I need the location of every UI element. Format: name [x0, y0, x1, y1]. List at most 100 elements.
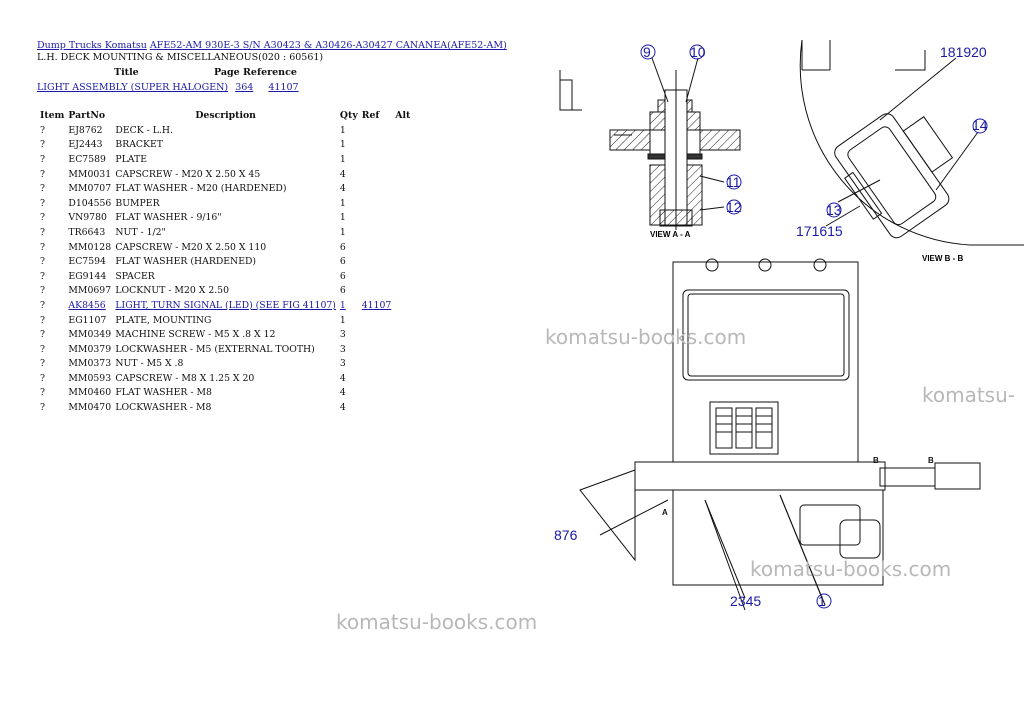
cell-ref [360, 400, 394, 415]
cell-qty-link[interactable]: 1 [339, 299, 346, 311]
cell-item: ? [40, 226, 45, 238]
cell-item: ? [40, 329, 45, 341]
cell-qty: 4 [339, 402, 346, 414]
cell-partno: MM0707 [68, 183, 112, 195]
callout-circles [640, 44, 988, 609]
view-b-label: VIEW B - B [922, 254, 964, 263]
cell-qty: 4 [339, 168, 346, 180]
cell-ref [360, 357, 394, 372]
ref-title-link[interactable]: LIGHT ASSEMBLY (SUPER HALOGEN) [37, 82, 229, 93]
cell-item: ? [40, 372, 45, 384]
cell-alt [393, 342, 437, 357]
cell-qty: 1 [339, 226, 346, 238]
cell-item: ? [40, 285, 45, 297]
parts-table: Item PartNo Description Qty Ref Alt ?EJ8… [38, 108, 437, 415]
watermark: komatsu-books.com [336, 610, 538, 634]
cell-description-link[interactable]: LIGHT, TURN SIGNAL (LED) (SEE FIG 41107) [115, 299, 336, 311]
cell-item: ? [40, 153, 45, 165]
cell-item: ? [40, 299, 45, 311]
parts-diagram: VIEW A - A VIEW B - B [554, 39, 1024, 611]
cell-qty: 1 [339, 197, 346, 209]
section-a-marker: A [662, 508, 668, 517]
cell-qty: 3 [339, 329, 346, 341]
cell-alt [393, 123, 437, 138]
cell-partno: EC7589 [68, 153, 106, 165]
ref-page-link[interactable]: 364 [235, 82, 254, 93]
cell-item: ? [40, 358, 45, 370]
cell-ref [360, 342, 394, 357]
cell-qty: 1 [339, 124, 346, 136]
cell-ref [360, 269, 394, 284]
ref-header-page-reference: Page Reference [214, 67, 297, 78]
col-ref: Ref [361, 110, 380, 121]
cell-description: CAPSCREW - M20 X 2.50 X 45 [115, 168, 261, 180]
cell-partno: MM0349 [68, 329, 112, 341]
cell-description: FLAT WASHER - M8 [115, 387, 212, 399]
cell-qty: 1 [338, 298, 360, 313]
cell-item: ? [40, 270, 45, 282]
cell-alt [393, 181, 437, 196]
watermark: komatsu-books.com [750, 557, 952, 581]
cell-ref [360, 181, 394, 196]
cell-partno: MM0373 [68, 358, 112, 370]
callout-leaders [599, 57, 979, 599]
cell-ref-link[interactable]: 41107 [361, 299, 392, 311]
cell-partno: EJ8762 [68, 124, 103, 136]
ref-row: LIGHT ASSEMBLY (SUPER HALOGEN) 364 41107 [37, 82, 299, 93]
cell-partno: EJ2443 [68, 139, 103, 151]
cell-partno: EG1107 [68, 314, 107, 326]
cell-partno: D104556 [68, 197, 112, 209]
cell-item: ? [40, 139, 45, 151]
ref-header-title: Title [114, 67, 139, 78]
cell-qty: 3 [339, 343, 346, 355]
cell-qty: 4 [339, 183, 346, 195]
cell-description: MACHINE SCREW - M5 X .8 X 12 [115, 329, 276, 341]
callout-181920: 181920 [940, 44, 987, 60]
cell-qty: 6 [339, 241, 346, 253]
callout-2345: 2345 [730, 593, 761, 609]
cell-partno: EC7594 [68, 256, 106, 268]
cell-item: ? [40, 168, 45, 180]
breadcrumb-root-link[interactable]: Dump Trucks Komatsu [37, 40, 147, 51]
cell-alt [393, 327, 437, 342]
cell-alt [393, 240, 437, 255]
ref-number-link[interactable]: 41107 [268, 82, 299, 93]
cell-partno: EG9144 [68, 270, 107, 282]
cell-ref [360, 123, 394, 138]
cell-qty: 1 [339, 139, 346, 151]
cell-ref [360, 138, 394, 153]
cell-ref [360, 284, 394, 299]
cell-item: ? [40, 124, 45, 136]
cell-ref [360, 254, 394, 269]
cell-description: FLAT WASHER - M20 (HARDENED) [115, 183, 287, 195]
cell-qty: 4 [339, 372, 346, 384]
col-partno: PartNo [68, 110, 106, 121]
cell-ref [360, 240, 394, 255]
cell-ref [360, 211, 394, 226]
cell-description: NUT - 1/2" [115, 226, 166, 238]
cell-description: CAPSCREW - M20 X 2.50 X 110 [115, 241, 267, 253]
cell-partno-link[interactable]: AK8456 [68, 299, 106, 311]
cell-partno: VN9780 [68, 212, 107, 224]
cell-qty: 6 [339, 285, 346, 297]
cell-item: ? [40, 343, 45, 355]
cell-partno: TR6643 [68, 226, 106, 238]
cell-ref [360, 225, 394, 240]
cell-description: PLATE, MOUNTING [115, 314, 212, 326]
breadcrumb-model-link[interactable]: AFE52-AM 930E-3 S/N A30423 & A30426-A304… [149, 40, 507, 51]
cell-alt [393, 254, 437, 269]
callout-10: 10 [690, 44, 706, 60]
table-row: ? TR6643 NUT - 1/2" 1 [38, 225, 437, 240]
col-alt: Alt [395, 110, 411, 121]
cell-item: ? [40, 241, 45, 253]
cell-description: FLAT WASHER (HARDENED) [115, 256, 257, 268]
